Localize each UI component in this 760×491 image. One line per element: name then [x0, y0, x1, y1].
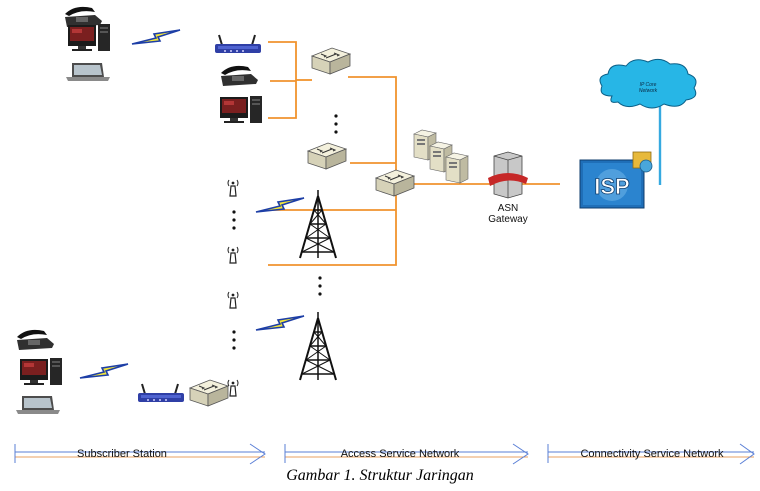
desktop-computer-icon [220, 96, 262, 123]
asn-gateway-label: Gateway [488, 214, 527, 225]
section-label-subscriber: Subscriber Station [77, 448, 167, 460]
section-arrow-access [284, 443, 529, 465]
server-icon [445, 152, 469, 184]
cloud-label: Network [639, 88, 658, 94]
figure-caption: Gambar 1. Struktur Jaringan [286, 467, 474, 484]
wireless-link-icon [131, 29, 181, 45]
wireless-router-icon [214, 34, 262, 54]
ellipsis-dots [232, 114, 338, 350]
ip-core-cloud [599, 58, 697, 109]
switch-icon [375, 169, 415, 197]
desktop-computer-icon [20, 358, 62, 385]
wireless-router-icon [137, 383, 185, 403]
asn-gateway-icon [488, 151, 528, 199]
desk-phone-icon [221, 65, 258, 86]
cell-tower-icon [299, 311, 337, 381]
section-label-connectivity: Connectivity Service Network [580, 448, 724, 460]
wireless-link-icon [255, 315, 305, 331]
asn-gateway-label: ASN [498, 203, 519, 214]
isp-label: ISP [594, 174, 629, 199]
cell-tower-icon [299, 189, 337, 259]
isp-icon [579, 151, 653, 209]
switch-icon [189, 379, 229, 407]
cloud-label: IP Core [640, 82, 657, 88]
antenna-icon [227, 291, 239, 309]
antenna-icon [227, 379, 239, 397]
desktop-computer-icon [68, 24, 110, 51]
laptop-icon [16, 396, 60, 414]
section-arrow-subscriber [14, 443, 266, 465]
desk-phone-icon [17, 329, 54, 350]
section-label-access: Access Service Network [341, 448, 460, 460]
switch-icon [311, 47, 351, 75]
laptop-icon [66, 63, 110, 81]
wireless-link-icon [79, 363, 129, 379]
antenna-icon [227, 246, 239, 264]
antenna-icon [227, 179, 239, 197]
section-arrow-connectivity [547, 443, 755, 465]
switch-icon [307, 142, 347, 170]
desk-phone-icon [65, 6, 102, 27]
